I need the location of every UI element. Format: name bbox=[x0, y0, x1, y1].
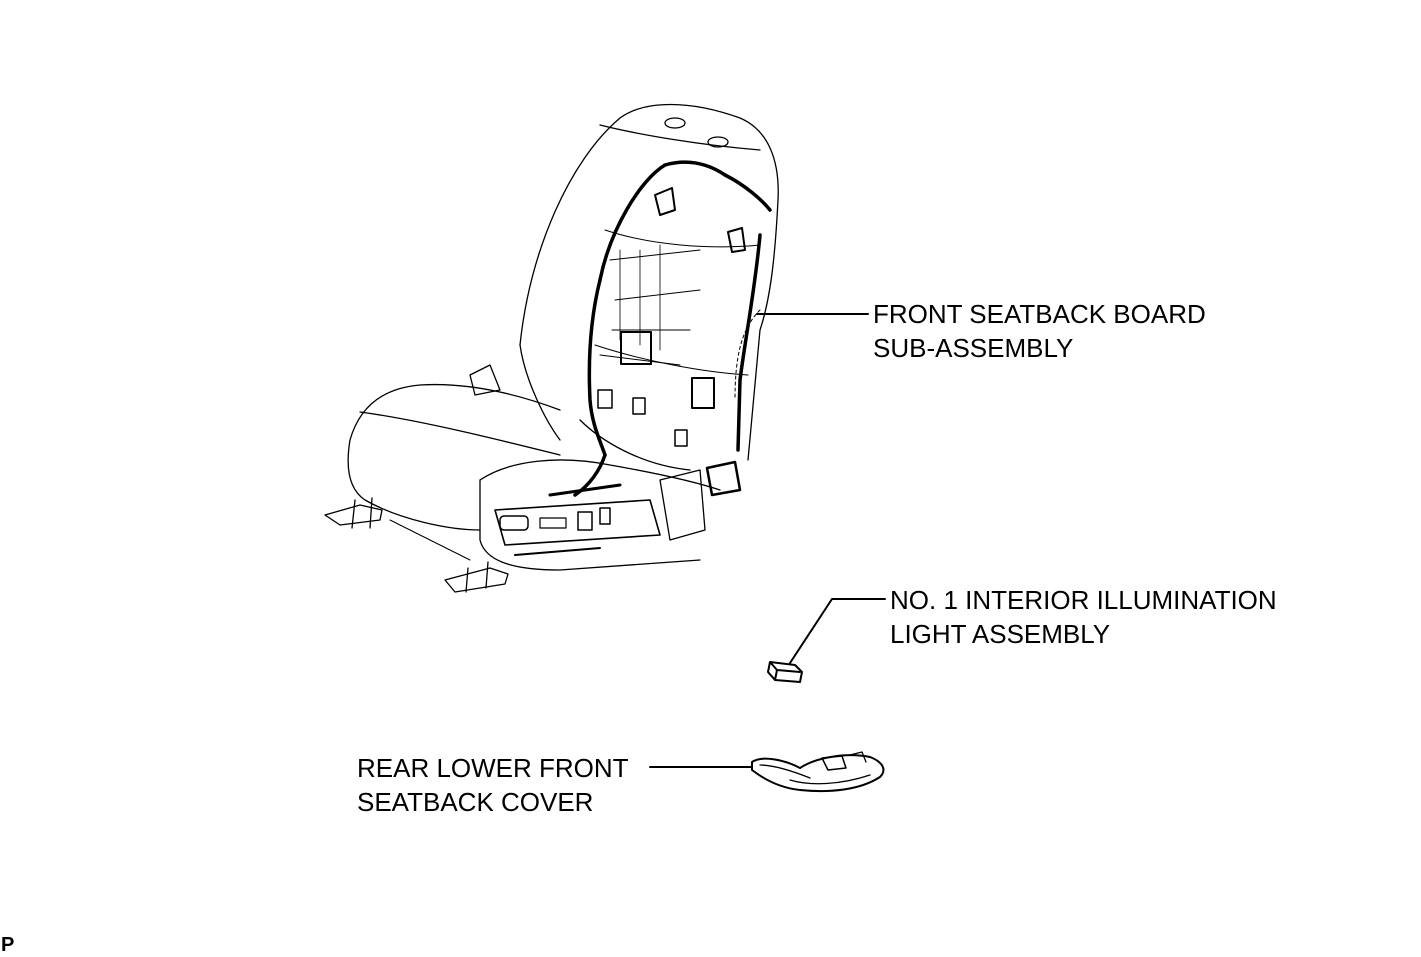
seat-rails bbox=[324, 497, 509, 593]
leader-line-illumination-light bbox=[789, 598, 886, 664]
label-illumination-light: NO. 1 INTERIOR ILLUMINATION LIGHT ASSEMB… bbox=[890, 583, 1277, 651]
seatback-shell bbox=[519, 103, 779, 471]
corner-mark: P bbox=[1, 934, 15, 956]
label-seatback-board: FRONT SEATBACK BOARD SUB-ASSEMBLY bbox=[873, 297, 1206, 365]
label-rear-cover-line2: SEATBACK COVER bbox=[357, 787, 594, 817]
leader-lines bbox=[649, 313, 886, 768]
label-rear-cover-line1: REAR LOWER FRONT bbox=[357, 753, 629, 783]
headrest-top bbox=[664, 117, 729, 148]
rear-cover-part bbox=[751, 751, 885, 793]
seat-cushion bbox=[347, 364, 721, 571]
label-seatback-board-line1: FRONT SEATBACK BOARD bbox=[873, 299, 1206, 329]
label-illumination-light-line1: NO. 1 INTERIOR ILLUMINATION bbox=[890, 585, 1277, 615]
illumination-light-part bbox=[767, 661, 803, 683]
label-illumination-light-line2: LIGHT ASSEMBLY bbox=[890, 619, 1111, 649]
seatback-board bbox=[573, 160, 772, 497]
label-seatback-board-line2: SUB-ASSEMBLY bbox=[873, 333, 1074, 363]
label-rear-cover: REAR LOWER FRONT SEATBACK COVER bbox=[357, 751, 629, 819]
